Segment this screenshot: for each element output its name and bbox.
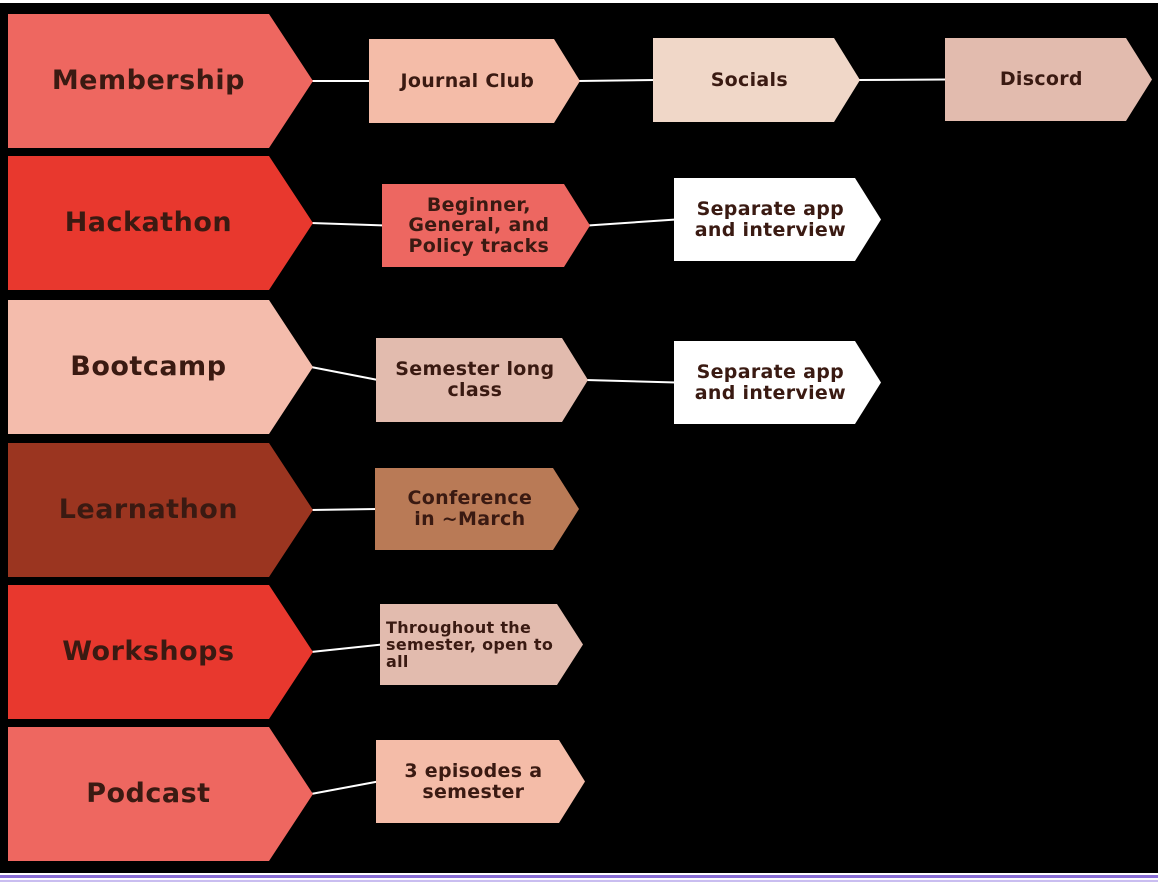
item-label: Separate app and interview bbox=[694, 360, 846, 404]
connector-line bbox=[587, 218, 677, 227]
category-arrow-shape bbox=[8, 300, 313, 434]
item-label: Discord bbox=[999, 68, 1083, 91]
item-arrow-shape bbox=[674, 178, 881, 261]
item-label: Conference in ~March bbox=[407, 487, 533, 530]
category-arrow-shape bbox=[8, 585, 313, 719]
connector-line bbox=[585, 379, 677, 384]
diagram-svg bbox=[8, 14, 1152, 861]
connector-line bbox=[310, 508, 378, 511]
connector-line bbox=[857, 78, 948, 81]
item-label: Journal Club bbox=[400, 69, 535, 92]
category-arrow-shape bbox=[8, 443, 313, 577]
item-arrow-shape bbox=[653, 38, 860, 122]
bottom-border-line-light bbox=[0, 880, 1158, 882]
category-arrow-shape bbox=[8, 727, 313, 861]
item-arrow-shape bbox=[382, 184, 590, 267]
category-label: Learnathon bbox=[58, 494, 239, 526]
category-arrow-shape bbox=[8, 156, 313, 290]
category-label: Hackathon bbox=[64, 207, 233, 239]
item-label: 3 episodes a semester bbox=[404, 759, 543, 803]
connector-line bbox=[310, 366, 379, 381]
connector-line bbox=[310, 780, 379, 795]
bottom-border bbox=[0, 873, 1158, 884]
item-arrow-shape bbox=[376, 338, 588, 422]
connector-line bbox=[310, 643, 383, 653]
item-arrow-shape bbox=[376, 740, 585, 823]
item-arrow-shape bbox=[369, 39, 580, 123]
item-label: Beginner, General, and Policy tracks bbox=[408, 193, 550, 257]
bottom-border-line bbox=[0, 875, 1158, 878]
connector-line bbox=[310, 222, 385, 227]
category-label: Bootcamp bbox=[70, 351, 227, 383]
item-label: Semester long class bbox=[395, 358, 555, 401]
category-arrow-shape bbox=[8, 14, 313, 148]
category-label: Membership bbox=[51, 65, 245, 97]
item-arrow-shape bbox=[380, 604, 583, 685]
item-label: Separate app and interview bbox=[694, 197, 846, 241]
item-arrow-shape bbox=[674, 341, 881, 424]
category-label: Podcast bbox=[86, 778, 211, 810]
connector-line bbox=[577, 79, 656, 82]
item-label: Socials bbox=[710, 68, 788, 91]
item-arrow-shape bbox=[945, 38, 1152, 121]
item-arrow-shape bbox=[375, 468, 579, 550]
item-label: Throughout the semester, open to all bbox=[386, 617, 554, 672]
category-label: Workshops bbox=[62, 636, 235, 668]
